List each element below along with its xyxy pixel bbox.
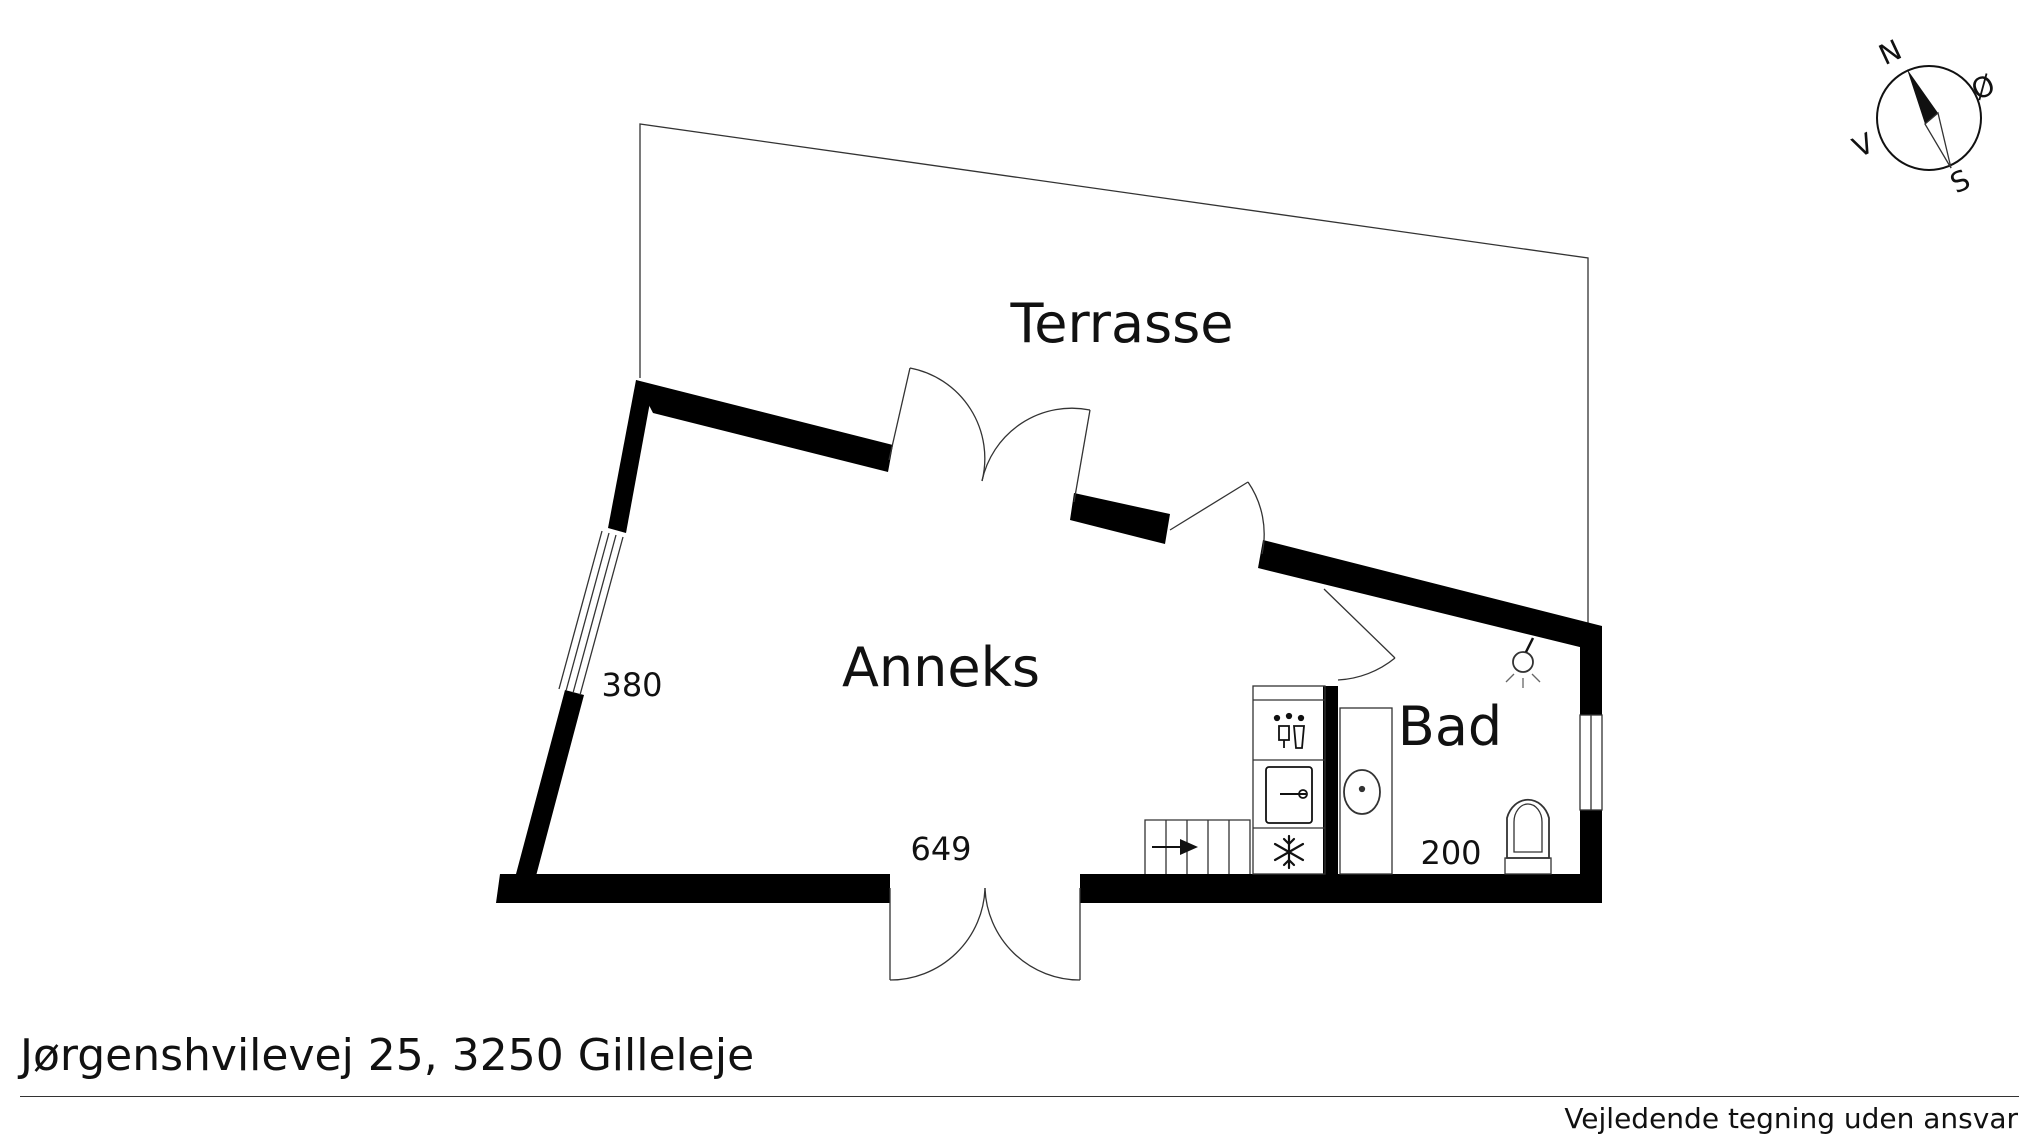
terrace-double-door xyxy=(888,367,1091,503)
windows xyxy=(558,530,1603,811)
bathroom-sink-icon xyxy=(1339,707,1393,875)
compass-icon: N Ø S V xyxy=(1848,33,2001,200)
stairs-icon xyxy=(1144,819,1251,874)
ceiling-light-icon xyxy=(1505,637,1541,688)
window-west xyxy=(558,530,624,696)
toilet-icon xyxy=(1504,798,1552,875)
kitchen-column xyxy=(1252,685,1326,875)
wall-left-upper xyxy=(608,380,653,533)
footer-divider xyxy=(20,1096,2019,1097)
bad-width-label: 200 xyxy=(1420,834,1481,872)
wall-bad-partition xyxy=(1323,686,1338,878)
wall-left-lower xyxy=(516,690,584,876)
anneks-height-label: 380 xyxy=(601,666,662,704)
wall-right-upper xyxy=(1580,626,1602,715)
anneks-width-label: 649 xyxy=(910,830,971,868)
window-bad xyxy=(1579,714,1603,811)
compass-needle-north xyxy=(1907,69,1938,124)
terrasse-label: Terrasse xyxy=(1009,292,1233,355)
wall-bottom-right xyxy=(1080,874,1602,903)
freezer-icon xyxy=(1273,834,1305,870)
compass-needle-south xyxy=(1924,111,1952,169)
kitchen-sink-icon xyxy=(1265,766,1313,824)
terrace-single-door xyxy=(1169,481,1265,555)
walls xyxy=(496,380,1602,903)
doors xyxy=(888,367,1396,981)
dishwasher-icon xyxy=(1273,712,1305,749)
disclaimer-text: Vejledende tegning uden ansvar xyxy=(1564,1102,2018,1135)
wall-top-left xyxy=(636,380,893,472)
compass-east-label: Ø xyxy=(1966,68,2000,107)
bathroom-fixtures xyxy=(1339,637,1552,875)
front-double-door xyxy=(889,887,1081,981)
terrace-outline xyxy=(639,123,1589,626)
compass-south-label: S xyxy=(1945,163,1975,200)
compass-north-label: N xyxy=(1874,33,1907,72)
wall-top-right xyxy=(1258,540,1602,651)
bad-door xyxy=(1323,588,1396,681)
wall-top-middle xyxy=(1070,493,1170,544)
anneks-label: Anneks xyxy=(842,636,1040,699)
compass-west-label: V xyxy=(1848,126,1879,164)
wall-bottom-left xyxy=(496,874,890,903)
bad-label: Bad xyxy=(1398,695,1502,758)
address-text: Jørgenshvilevej 25, 3250 Gilleleje xyxy=(20,1030,755,1081)
